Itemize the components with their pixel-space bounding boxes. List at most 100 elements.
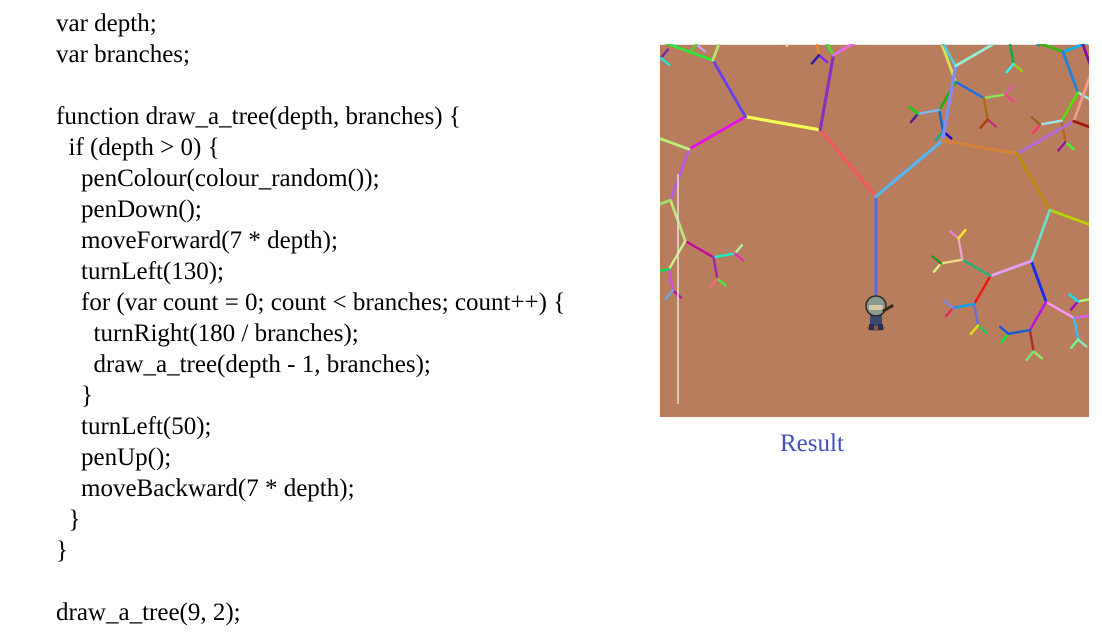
code-line: var depth; — [56, 10, 157, 37]
tree-branch-segment — [976, 324, 988, 334]
tree-branch-segment — [916, 108, 941, 116]
tree-branch-segment — [954, 44, 997, 68]
tree-branch-segment — [660, 267, 671, 272]
tree-branch-segment — [979, 118, 989, 130]
tree-branch-segment — [660, 48, 670, 60]
tree-branch-segment — [1037, 44, 1065, 54]
tree-branch-segment — [818, 53, 835, 132]
code-line: turnLeft(130); — [56, 258, 225, 285]
tree-branch-segment — [712, 252, 737, 259]
tree-branch-segment — [711, 58, 747, 119]
tree-branch-segment — [825, 44, 835, 57]
tree-branch-segment — [909, 112, 920, 124]
tree-branch-segment — [743, 115, 822, 132]
code-line: draw_a_tree(depth - 1, branches); — [56, 351, 431, 378]
tree-branch-segment — [934, 130, 945, 141]
tree-branch-segment — [943, 299, 955, 310]
tree-branch-segment — [982, 96, 989, 121]
tree-branch-segment — [1069, 300, 1080, 311]
tree-branch-segment — [815, 44, 821, 57]
code-line — [56, 566, 565, 597]
tree-branch-segment — [874, 138, 945, 198]
tree-branch-segment — [671, 289, 683, 299]
tree-branch-segment — [938, 108, 945, 133]
tree-branch-segment — [1069, 338, 1080, 349]
tree-branch-segment — [716, 277, 727, 287]
tree-branch-segment — [1029, 259, 1048, 304]
tree-branch-segment — [831, 44, 856, 57]
tree-branch-segment — [1072, 119, 1089, 129]
tree-branch-segment — [1012, 62, 1023, 72]
result-canvas — [660, 44, 1089, 417]
tree-branch-segment — [664, 44, 715, 62]
tree-branch-segment — [999, 325, 1010, 335]
tree-branch-segment — [1025, 350, 1035, 361]
tree-branch-segment — [961, 258, 992, 278]
tree-branch-segment — [664, 289, 675, 301]
code-line: for (var count = 0; count < branches; co… — [56, 289, 566, 316]
tree-branch-segment — [1081, 44, 1089, 66]
tree-branch-segment — [660, 137, 691, 151]
tree-branch-segment — [660, 56, 671, 67]
tree-branch-segment — [785, 44, 790, 48]
tree-branch-segment — [695, 44, 707, 53]
tree-branch-segment — [817, 53, 829, 64]
code-line: moveBackward(7 * depth); — [56, 475, 355, 502]
tree-branches — [660, 44, 1089, 361]
tree-branch-segment — [982, 93, 1007, 100]
tree-branch-segment — [1039, 119, 1063, 126]
code-line: } — [56, 382, 93, 409]
tree-branch-segment — [1032, 123, 1042, 135]
tree-branch-segment — [1005, 62, 1015, 74]
fractal-tree-drawing — [660, 44, 1089, 404]
tree-branch-segment — [1048, 208, 1089, 226]
tree-branch-segment — [667, 267, 675, 292]
tree-branch-segment — [1073, 317, 1080, 341]
canvas-top-border — [660, 44, 1089, 45]
character-sprite-icon — [865, 295, 894, 331]
tree-branch-segment — [944, 306, 955, 318]
tree-branch-segment — [941, 44, 958, 68]
tree-branch-segment — [951, 302, 976, 310]
tree-branch-segment — [1030, 116, 1042, 126]
code-line: penColour(colour_random()); — [56, 165, 380, 192]
tree-branch-segment — [712, 256, 719, 280]
code-line: penDown(); — [56, 196, 202, 223]
code-line — [56, 70, 565, 101]
tree-branch-segment — [940, 64, 958, 143]
tree-branch-segment — [1072, 74, 1089, 123]
tree-branch-segment — [1035, 44, 1041, 47]
tree-branch-segment — [973, 274, 992, 306]
tree-branch-segment — [1028, 328, 1035, 353]
tree-branch-segment — [667, 239, 687, 271]
tree-branch-segment — [986, 118, 998, 128]
tree-branch-segment — [1060, 119, 1067, 144]
tree-branch-segment — [711, 44, 721, 62]
tree-branch-segment — [908, 105, 920, 116]
code-line: if (depth > 0) { — [56, 134, 220, 161]
tree-branch-segment — [818, 128, 878, 198]
code-line: } — [56, 506, 81, 533]
tree-branch-segment — [1060, 91, 1080, 122]
tree-branch-segment — [932, 262, 943, 273]
tree-branch-segment — [687, 115, 747, 151]
tree-branch-segment — [1004, 84, 1014, 96]
tree-branch-segment — [1029, 208, 1052, 263]
tree-branch-segment — [1068, 293, 1080, 303]
tree-branch-segment — [1057, 140, 1067, 152]
tree-branch-segment — [940, 138, 1019, 156]
code-listing: var depth;var branches; function draw_a_… — [56, 8, 565, 628]
tree-branch-segment — [709, 277, 719, 289]
code-line: moveForward(7 * depth); — [56, 227, 338, 254]
tree-branch-segment — [1004, 93, 1015, 103]
tree-branch-segment — [1015, 152, 1052, 212]
tree-branch-segment — [1000, 332, 1010, 344]
code-line: draw_a_tree(9, 2); — [56, 599, 241, 626]
tree-branch-segment — [949, 230, 960, 240]
code-line: function draw_a_tree(depth, branches) { — [56, 103, 461, 130]
tree-branch-segment — [969, 324, 980, 335]
tree-branch-segment — [660, 198, 672, 206]
tree-branch-segment — [1076, 298, 1089, 303]
tree-branch-segment — [989, 259, 1033, 278]
tree-branch-segment — [939, 258, 964, 265]
